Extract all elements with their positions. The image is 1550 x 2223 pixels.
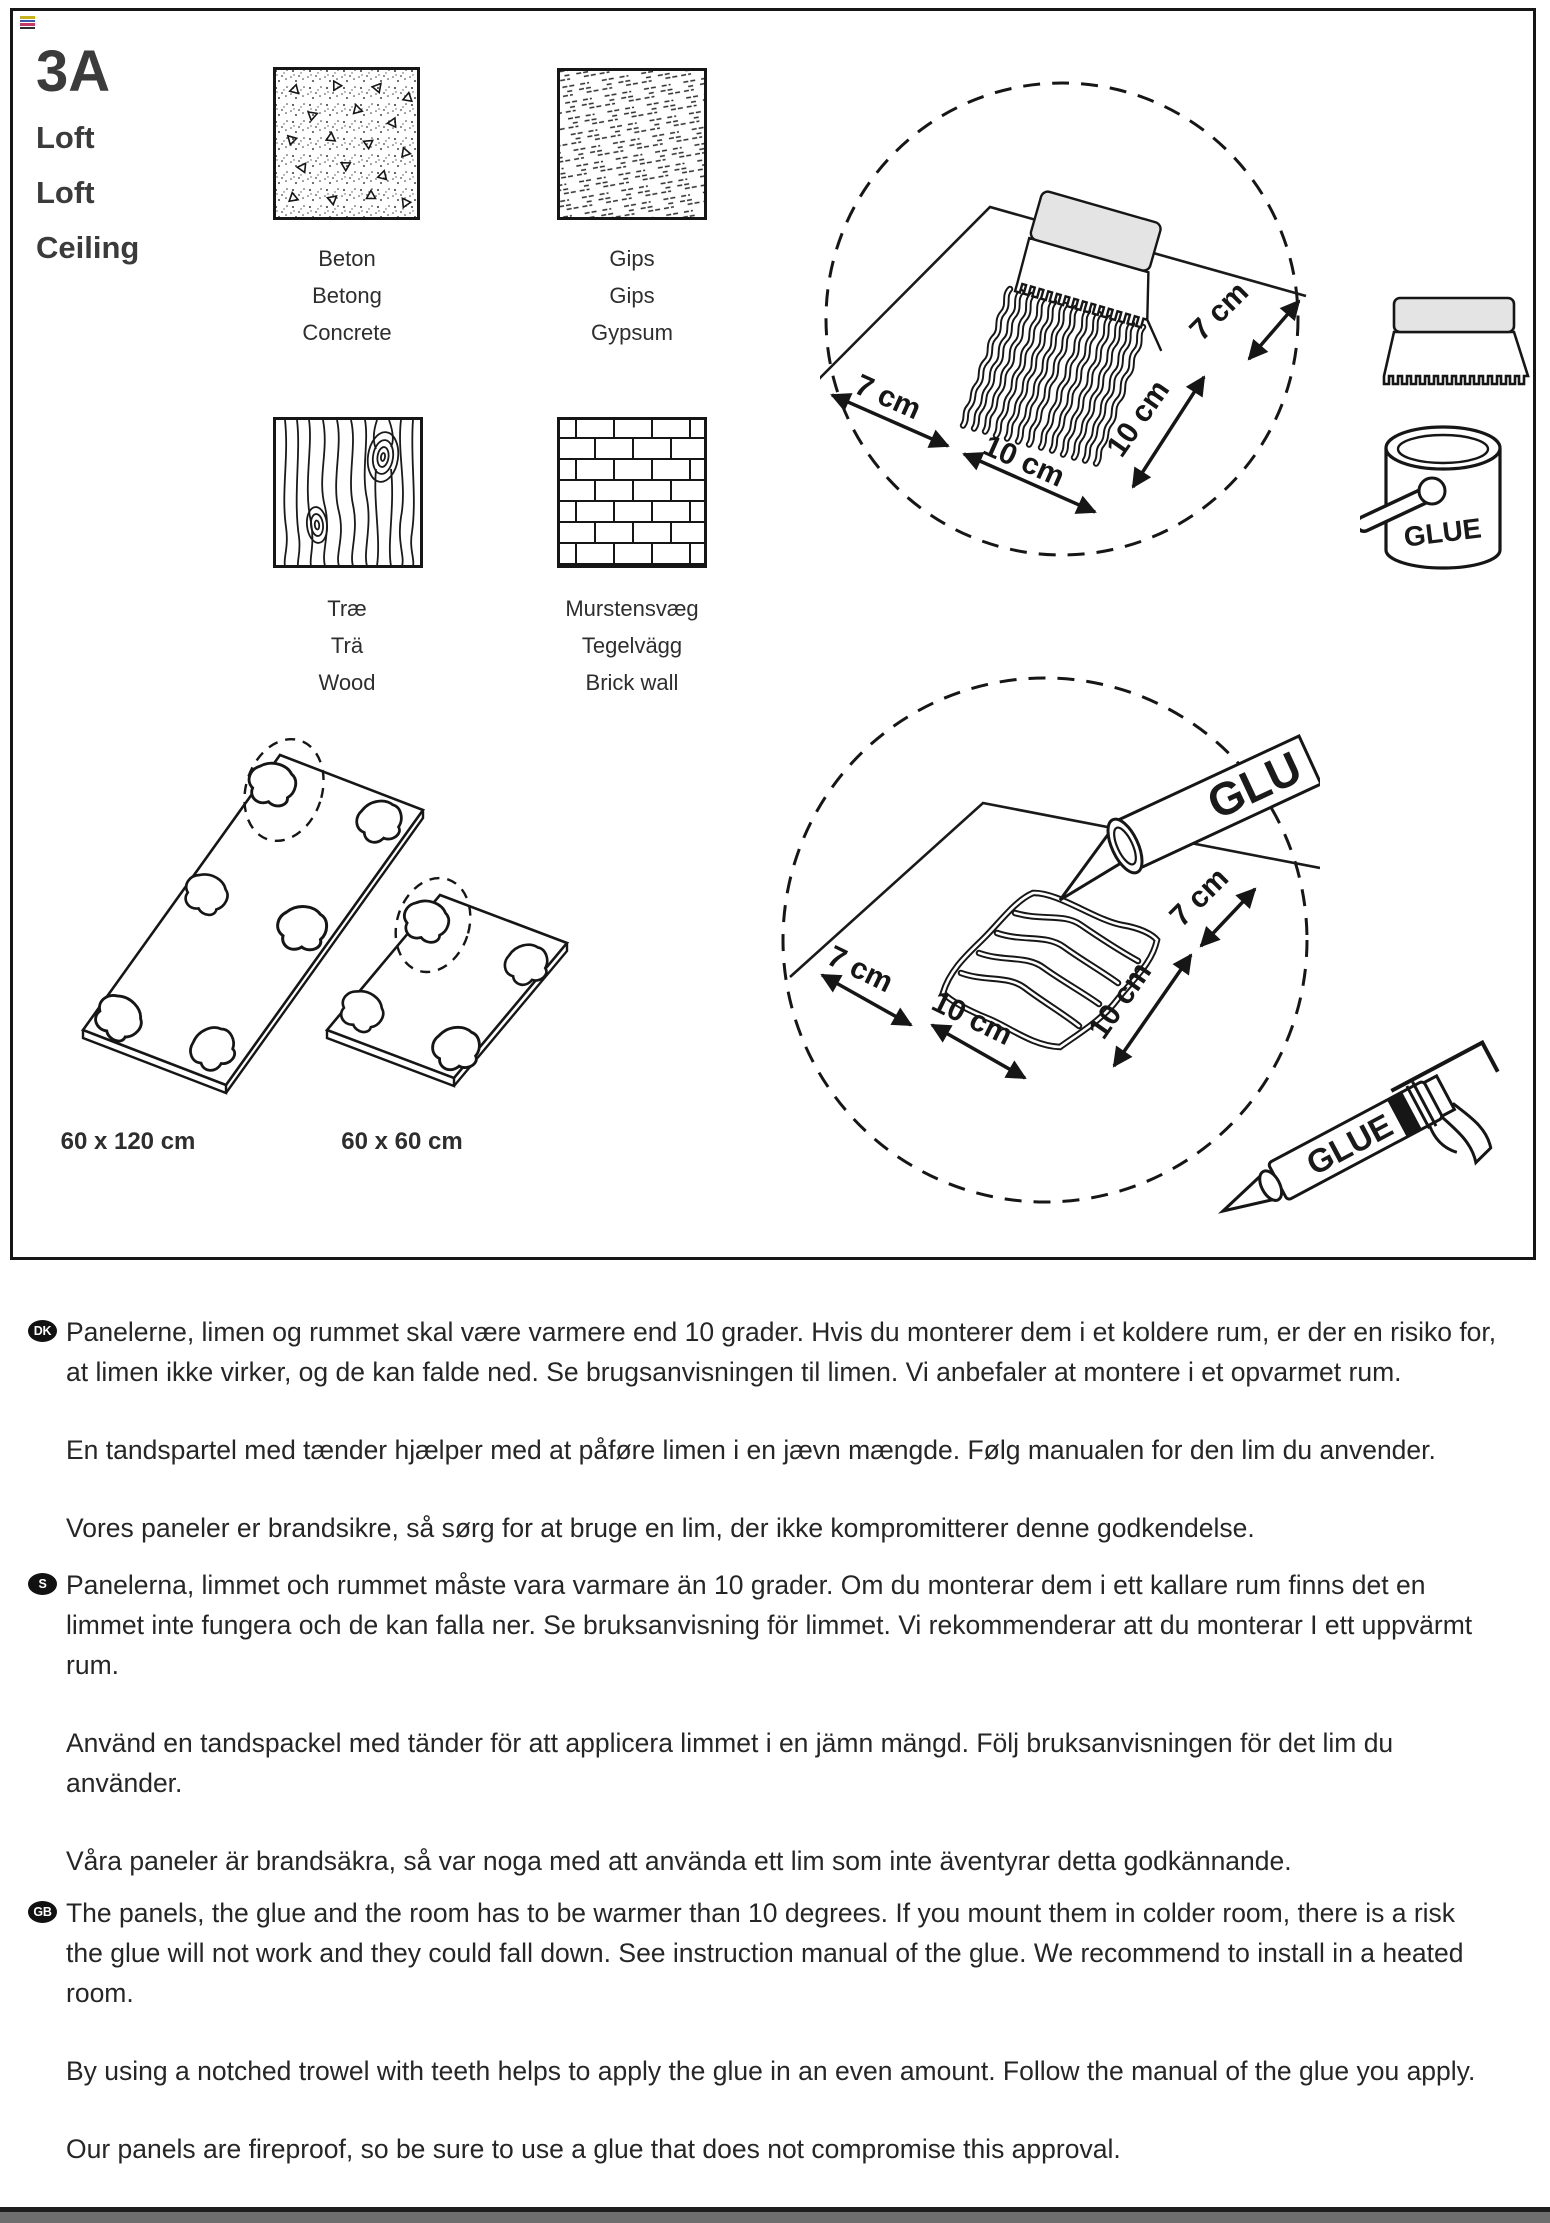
paragraph: Our panels are fireproof, so be sure to … <box>66 2134 1121 2164</box>
page-bottom-bar <box>0 2207 1550 2223</box>
dimension-label: 7 cm <box>822 940 898 1000</box>
panel-size-label-small: 60 x 60 cm <box>341 1128 463 1155</box>
paragraph: Panelerna, limmet och rummet måste vara … <box>66 1570 1473 1680</box>
paragraph: En tandspartel med tænder hjælper med at… <box>66 1435 1436 1465</box>
title-line-dk: Loft <box>36 120 95 155</box>
panel-60x120-illustration <box>80 737 426 1095</box>
corner-callout-circle <box>243 737 325 843</box>
dimension-label: 7 cm <box>850 368 926 426</box>
brick-texture-icon <box>557 417 707 568</box>
dimension-label: 7 cm <box>1183 275 1255 347</box>
glue-bead-diagram: GLU 7 cm 10 cm 10 cm 7 cm <box>781 676 1320 1204</box>
gypsum-labels: Gips Gips Gypsum <box>591 246 673 345</box>
paragraph: Använd en tandspackel med tänder för att… <box>66 1728 1394 1798</box>
instructions-swedish: S Panelerna, limmet och rummet måste var… <box>28 1565 1528 1919</box>
paragraph: Våra paneler är brandsäkra, så var noga … <box>66 1846 1292 1876</box>
brick-labels: Murstensvæg Tegelvägg Brick wall <box>565 596 699 695</box>
corner-callout-circle <box>394 876 472 974</box>
gypsum-texture-icon <box>557 68 707 220</box>
concrete-texture-icon <box>273 67 420 220</box>
glue-bucket-icon: GLUE <box>1360 425 1502 570</box>
instructions-english: GB The panels, the glue and the room has… <box>28 1893 1528 2207</box>
trowel-glue-diagram: 7 cm 10 cm 10 cm 7 cm <box>820 81 1307 557</box>
instructions-danish: DK Panelerne, limen og rummet skal være … <box>28 1312 1528 1586</box>
panel-size-label-large: 60 x 120 cm <box>60 1128 196 1155</box>
step-code: 3A <box>36 39 111 104</box>
dimension-label: 10 cm <box>927 985 1018 1052</box>
wood-labels: Træ Trä Wood <box>318 596 376 695</box>
glue-gun-icon: GLUE <box>1217 1039 1500 1214</box>
language-badge-dk: DK <box>28 1320 57 1342</box>
gun-cartridge-label: GLUE <box>1300 1106 1398 1182</box>
diagram-box <box>10 8 1536 1260</box>
title-line-gb: Ceiling <box>36 230 140 265</box>
notched-trowel-icon <box>1382 296 1530 386</box>
notched-trowel-diagram <box>1013 190 1163 352</box>
print-registration-mark <box>20 16 35 30</box>
paragraph: Vores paneler er brandsikre, så sørg for… <box>66 1513 1255 1543</box>
language-badge-s: S <box>28 1573 57 1595</box>
concrete-labels: Beton Betong Concrete <box>302 246 392 345</box>
glue-cartridge-icon: GLU <box>1058 734 1320 902</box>
paragraph: By using a notched trowel with teeth hel… <box>66 2056 1476 2086</box>
wood-texture-icon <box>273 417 423 568</box>
language-badge-gb: GB <box>28 1901 57 1923</box>
paragraph: Panelerne, limen og rummet skal være var… <box>66 1317 1497 1387</box>
paragraph: The panels, the glue and the room has to… <box>66 1898 1464 2008</box>
panels-illustration <box>80 737 570 1095</box>
title-line-s: Loft <box>36 175 95 210</box>
panel-60x60-illustration <box>324 876 570 1088</box>
